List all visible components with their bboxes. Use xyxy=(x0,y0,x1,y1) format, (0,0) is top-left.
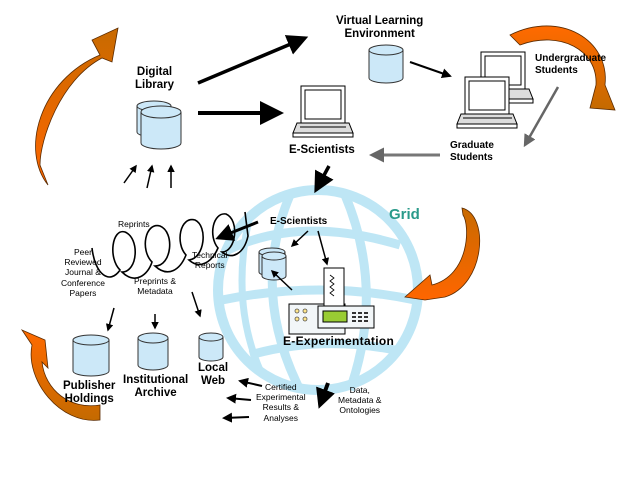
arrow-vle-to-students xyxy=(409,61,452,79)
cycle-arrow-top-right-icon xyxy=(509,25,616,111)
digital-library-database-icon xyxy=(136,100,182,150)
arrow-escientists-down xyxy=(314,165,334,194)
cycle-arrow-bottom-left-icon xyxy=(20,329,101,421)
vle-database-icon xyxy=(368,44,404,84)
grid-database-icon xyxy=(258,247,287,281)
local-web-label: Local Web xyxy=(198,362,229,388)
reprints-label: Reprints xyxy=(118,219,150,229)
institutional-archive-database-icon xyxy=(137,332,169,371)
graduate-students-label: Graduate Students xyxy=(450,140,494,163)
data-metadata-ontologies-label: Data, Metadata & Ontologies xyxy=(338,385,382,416)
vle-label: Virtual Learning Environment xyxy=(336,15,424,41)
cycle-arrow-mid-right-icon xyxy=(404,207,481,301)
arrows-to-local-web xyxy=(222,377,263,423)
arrow-library-to-vle xyxy=(197,35,309,85)
grid-arrows xyxy=(270,230,330,291)
publisher-holdings-label: Publisher Holdings xyxy=(63,380,116,406)
arrows-to-repositories xyxy=(105,291,202,332)
preprints-metadata-label: Preprints & Metadata xyxy=(134,276,177,297)
grid-label: Grid xyxy=(389,206,420,223)
graduate-laptop-icon xyxy=(456,76,518,129)
e-experimentation-label: E-Experimentation xyxy=(283,334,395,348)
institutional-archive-label: Institutional Archive xyxy=(123,374,189,400)
technical-reports-label: Technical Reports xyxy=(192,250,228,271)
grid-e-scientists-label: E-Scientists xyxy=(270,216,328,227)
arrow-into-spiral xyxy=(215,220,259,241)
peer-reviewed-label: Peer Reviewed Journal & Conference Paper… xyxy=(61,247,105,298)
certified-results-label: Certified Experimental Results & Analyse… xyxy=(256,382,306,423)
e-scientists-laptop-icon xyxy=(292,85,354,138)
undergraduate-students-label: Undergraduate Students xyxy=(535,53,607,76)
arrow-undergrad-to-grad xyxy=(523,86,560,148)
experiment-equipment-icon xyxy=(288,267,375,335)
e-scientists-label: E-Scientists xyxy=(289,144,355,156)
publisher-holdings-database-icon xyxy=(72,334,110,377)
arrow-experimentation-to-data xyxy=(316,382,335,409)
digital-library-label: Digital Library xyxy=(135,66,174,92)
arrows-into-library xyxy=(123,164,175,189)
publication-spiral-icon xyxy=(91,211,249,279)
local-web-database-icon xyxy=(198,332,224,362)
cycle-arrow-top-left-icon xyxy=(35,27,119,186)
